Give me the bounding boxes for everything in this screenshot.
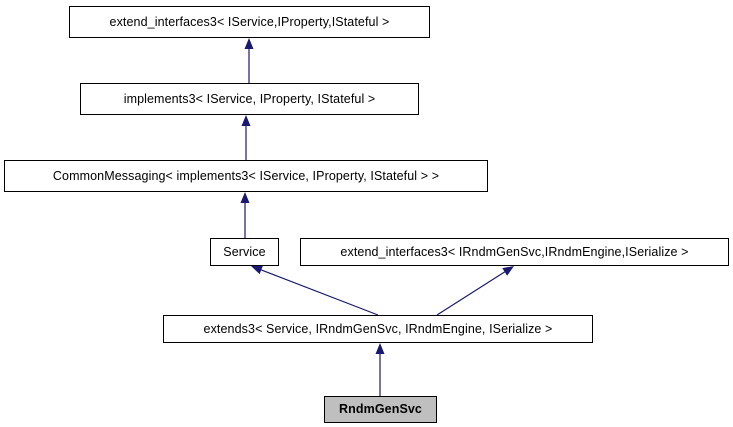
class-node-common-messaging[interactable]: CommonMessaging< implements3< IService, … (4, 160, 488, 192)
inheritance-arrowhead-icon (241, 115, 251, 126)
class-node-extend-interfaces3-service[interactable]: extend_interfaces3< IService,IProperty,I… (69, 6, 430, 38)
class-node-extend-interfaces3-rndm[interactable]: extend_interfaces3< IRndmGenSvc,IRndmEng… (300, 238, 729, 266)
edge-line (261, 269, 379, 316)
class-node-rndm-gen-svc[interactable]: RndmGenSvc (324, 396, 437, 423)
inheritance-arrowhead-icon (502, 266, 514, 276)
class-node-label: Service (223, 244, 266, 259)
inheritance-arrowhead-icon (375, 343, 385, 354)
inheritance-edge (240, 192, 250, 238)
inheritance-edge (436, 266, 514, 316)
class-node-extends3-service-rndm[interactable]: extends3< Service, IRndmGenSvc, IRndmEng… (163, 315, 593, 343)
inheritance-arrowhead-icon (244, 38, 254, 49)
class-node-label: extend_interfaces3< IService,IProperty,I… (109, 14, 390, 29)
inheritance-arrowhead-icon (251, 265, 263, 275)
class-node-implements3-service[interactable]: implements3< IService, IProperty, IState… (80, 83, 419, 115)
class-node-label: extend_interfaces3< IRndmGenSvc,IRndmEng… (340, 244, 689, 259)
inheritance-edge (241, 115, 251, 160)
class-node-label: extends3< Service, IRndmGenSvc, IRndmEng… (203, 321, 553, 336)
inheritance-edge (375, 343, 385, 396)
class-node-label: RndmGenSvc (339, 402, 422, 417)
class-node-label: CommonMessaging< implements3< IService, … (52, 168, 440, 183)
inheritance-edge (244, 38, 254, 83)
inheritance-arrowhead-icon (240, 192, 250, 203)
edge-line (436, 271, 506, 316)
class-node-label: implements3< IService, IProperty, IState… (123, 91, 376, 106)
class-node-service[interactable]: Service (210, 238, 279, 266)
inheritance-edge (251, 265, 379, 316)
